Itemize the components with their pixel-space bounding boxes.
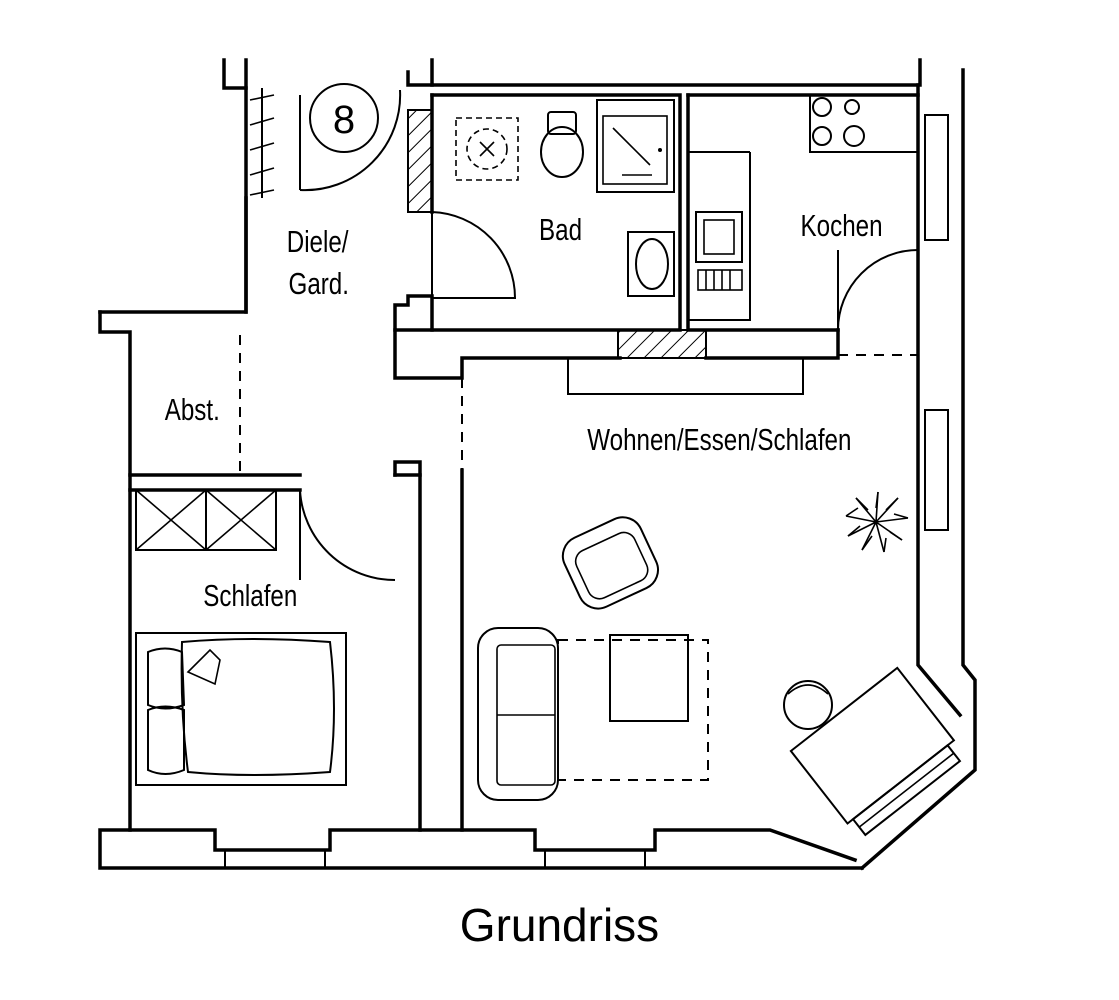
room-label-diele: Diele/	[287, 224, 349, 259]
coffee-table	[557, 634, 709, 781]
interior-walls	[128, 93, 920, 832]
unit-number-badge: 8	[309, 83, 379, 153]
plan-caption: Grundriss	[459, 899, 660, 951]
sofa-icon	[477, 627, 559, 801]
outer-walls	[98, 58, 977, 871]
toilet-icon	[540, 111, 584, 178]
unit-number: 8	[333, 98, 355, 142]
room-label-schlafen: Schlafen	[203, 578, 297, 613]
desk-icon	[789, 666, 962, 837]
stove-icon	[812, 97, 865, 147]
room-label-wohnen: Wohnen/Essen/Schlafen	[587, 422, 851, 457]
room-label-kochen: Kochen	[801, 208, 883, 243]
kitchen-counter	[688, 95, 918, 321]
armchair-icon	[561, 516, 659, 610]
bed-icon	[135, 632, 347, 786]
wardrobe	[135, 489, 277, 551]
shower-icon	[596, 99, 675, 193]
plant-icon	[845, 491, 909, 553]
washing-machine-icon	[455, 117, 519, 181]
doors	[249, 88, 919, 582]
room-label-abst: Abst.	[165, 392, 220, 427]
room-label-bad: Bad	[539, 212, 582, 247]
washbasin-icon	[627, 231, 675, 297]
kitchen-sink	[695, 211, 743, 291]
room-label-gard: Gard.	[289, 266, 349, 301]
desk-chair	[783, 680, 833, 730]
